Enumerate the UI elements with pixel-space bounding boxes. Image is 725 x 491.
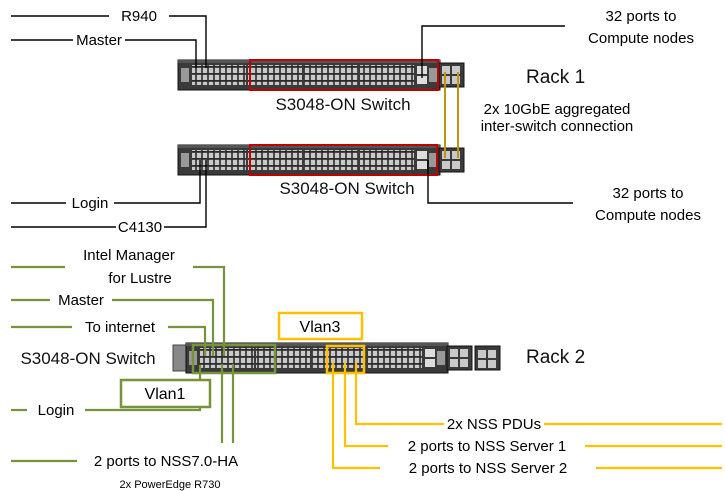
compute-bottom-line2: Compute nodes bbox=[595, 207, 701, 224]
interswitch-line2: inter-switch connection bbox=[481, 118, 634, 135]
label-login-rack2: Login bbox=[38, 402, 75, 419]
vlan3-label-box bbox=[277, 311, 364, 341]
vlan1-port-box bbox=[191, 343, 277, 375]
vlan1-label: Vlan1 bbox=[145, 386, 186, 403]
label-c4130: C4130 bbox=[118, 219, 162, 236]
label-nss-server1: 2 ports to NSS Server 1 bbox=[408, 438, 566, 455]
rack1-label: Rack 1 bbox=[526, 67, 585, 88]
label-master-rack1: Master bbox=[76, 32, 122, 49]
label-nss-pdus: 2x NSS PDUs bbox=[447, 416, 541, 433]
label-intel-manager: Intel Manager bbox=[83, 247, 175, 264]
rack1-top-switch-label: S3048-ON Switch bbox=[275, 95, 410, 114]
rack1-bottom-switch bbox=[177, 144, 465, 176]
label-master-rack2: Master bbox=[58, 292, 104, 309]
label-for-lustre: for Lustre bbox=[108, 270, 171, 287]
rack2-switch bbox=[172, 342, 501, 374]
label-poweredge: 2x PowerEdge R730 bbox=[120, 479, 221, 491]
inter-switch-links bbox=[444, 72, 459, 158]
interswitch-line1: 2x 10GbE aggregated bbox=[484, 101, 631, 118]
label-nss-server2: 2 ports to NSS Server 2 bbox=[409, 460, 567, 477]
rack1-connections bbox=[11, 15, 573, 228]
label-nss-ha: 2 ports to NSS7.0-HA bbox=[94, 453, 238, 470]
rack2-switch-label: S3048-ON Switch bbox=[20, 349, 155, 368]
vlan1-label-box bbox=[119, 378, 212, 409]
vlan3-port-box bbox=[325, 344, 366, 375]
label-to-internet: To internet bbox=[85, 319, 156, 336]
rack1-top-switch bbox=[177, 59, 465, 91]
compute-bottom-line1: 32 ports to bbox=[613, 185, 684, 202]
compute-top-line1: 32 ports to bbox=[606, 8, 677, 25]
label-r940: R940 bbox=[121, 8, 157, 25]
compute-top-line2: Compute nodes bbox=[588, 30, 694, 47]
vlan3-label: Vlan3 bbox=[300, 319, 341, 336]
rack1-bottom-switch-label: S3048-ON Switch bbox=[279, 179, 414, 198]
label-login-rack1: Login bbox=[72, 195, 109, 212]
vlan3-connections bbox=[331, 362, 722, 470]
rack1-top-compute-box bbox=[249, 59, 439, 91]
rack1-bottom-compute-box bbox=[249, 144, 438, 176]
rack2-label: Rack 2 bbox=[526, 347, 585, 368]
